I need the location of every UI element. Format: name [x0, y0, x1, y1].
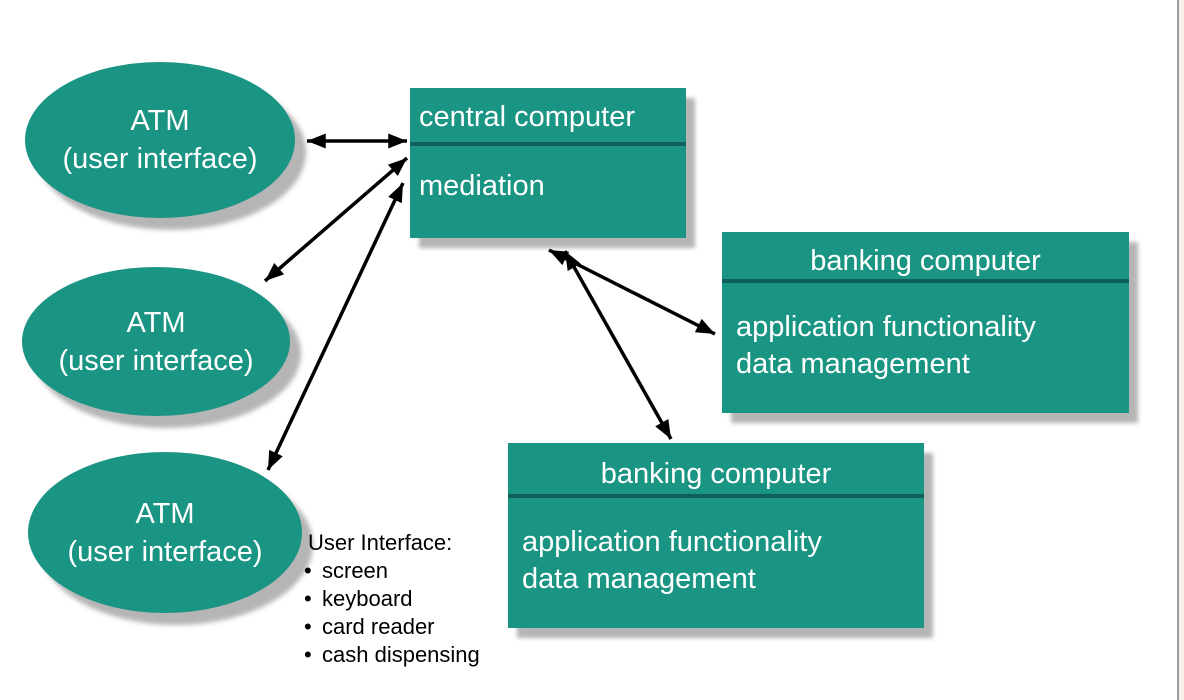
annotation-bullet-text: card reader	[322, 614, 435, 639]
atm-node-1: ATM (user interface)	[25, 62, 295, 218]
atm-node-3: ATM (user interface)	[28, 452, 302, 613]
arrow-central-banking2	[563, 250, 673, 440]
annotation-bullet-text: keyboard	[322, 586, 413, 611]
arrow-atm2-central	[263, 156, 409, 283]
bullet-icon: •	[304, 586, 312, 611]
bullet-icon: •	[304, 642, 312, 667]
banking-computer-node-2: banking computer application functionali…	[508, 443, 924, 628]
banking-computer-1-title: banking computer	[722, 232, 1129, 283]
atm-node-3-subtitle: (user interface)	[67, 535, 263, 568]
banking-computer-2-body: application functionality data managemen…	[508, 498, 924, 598]
annotation-title: User Interface:	[308, 530, 453, 555]
atm-node-2-subtitle: (user interface)	[58, 344, 254, 377]
list-item: • keyboard	[304, 585, 480, 613]
central-computer-body: mediation	[419, 170, 545, 202]
banking-computer-2-body-line2: data management	[522, 563, 756, 595]
bullet-icon: •	[304, 558, 312, 583]
atm-node-3-title: ATM	[135, 497, 195, 530]
annotation-bullet-text: screen	[322, 558, 389, 583]
page-edge-margin	[1179, 0, 1184, 700]
atm-node-2-title: ATM	[126, 306, 186, 339]
banking-computer-2-title: banking computer	[508, 443, 924, 498]
list-item: • cash dispensing	[304, 641, 480, 669]
atm-node-1-title: ATM	[130, 105, 190, 137]
arrow-central-banking1	[548, 248, 716, 336]
atm-node-1-subtitle: (user interface)	[62, 143, 258, 175]
atm-node-2: ATM (user interface)	[22, 267, 290, 416]
banking-computer-1-body-line1: application functionality	[736, 311, 1036, 343]
bullet-icon: •	[304, 614, 312, 639]
arrow-atm3-central	[266, 182, 405, 471]
list-item: • screen	[304, 557, 480, 585]
central-computer-title: central computer	[410, 88, 686, 146]
banking-computer-1-body: application functionality data managemen…	[722, 283, 1129, 383]
user-interface-annotation: User Interface: • screen • keyboard • ca…	[304, 529, 480, 669]
banking-computer-node-1: banking computer application functionali…	[722, 232, 1129, 413]
central-computer-node: central computer mediation	[410, 88, 686, 238]
banking-computer-1-body-line2: data management	[736, 348, 970, 380]
banking-computer-2-body-line1: application functionality	[522, 526, 822, 558]
page-edge-divider	[1177, 0, 1179, 700]
annotation-bullet-text: cash dispensing	[322, 642, 480, 667]
list-item: • card reader	[304, 613, 480, 641]
